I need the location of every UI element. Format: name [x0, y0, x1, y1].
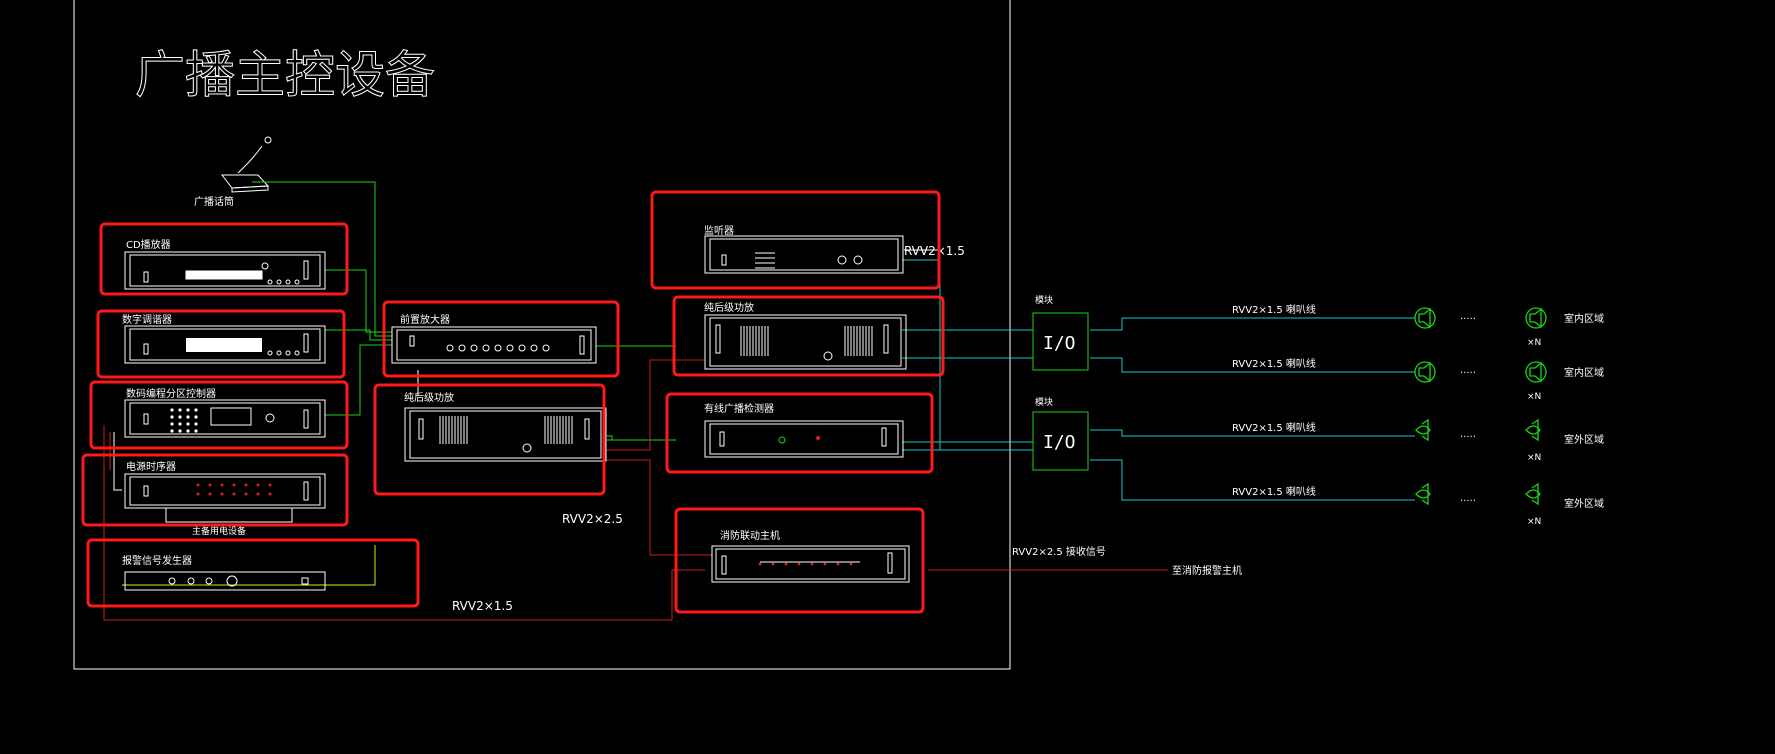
io-module-2[interactable]: [1032, 411, 1089, 471]
zone-controller-label: 数码编程分区控制器: [126, 387, 216, 400]
ellipsis: ·····: [1460, 368, 1476, 379]
alarm-generator-label: 报警信号发生器: [122, 554, 192, 567]
speaker-line-2-count: ×N: [1527, 392, 1541, 402]
speaker-line-4-area: 室外区域: [1564, 497, 1604, 510]
cd-player-device[interactable]: [124, 251, 326, 290]
ellipsis: ·····: [1460, 432, 1476, 443]
fire-controller-device[interactable]: [711, 545, 910, 583]
backup-power-label: 主备用电设备: [192, 525, 246, 537]
highlight-alarm: [86, 538, 420, 608]
fault-detector-device[interactable]: [704, 420, 904, 458]
speaker-line-4-count: ×N: [1527, 517, 1541, 527]
highlight-amp1: [373, 383, 606, 496]
io-module-1-text: I/O: [1043, 333, 1076, 354]
to-fire-host-label: 至消防报警主机: [1172, 564, 1242, 577]
monitor-cable-label: RVV2×1.5: [904, 244, 965, 258]
speaker-line-1-area: 室内区域: [1564, 312, 1604, 325]
diagram-title: 广播主控设备: [135, 46, 435, 104]
monitor-device[interactable]: [704, 235, 904, 274]
highlight-tuner: [96, 309, 346, 379]
speaker-line-2-cable: RVV2×1.5 喇叭线: [1232, 357, 1316, 370]
speaker-icon: [1414, 361, 1436, 383]
cd-player-label: CD播放器: [126, 238, 171, 251]
ellipsis: ·····: [1460, 314, 1476, 325]
io-module-2-text: I/O: [1043, 432, 1076, 453]
digital-tuner-label: 数字调谐器: [122, 313, 172, 326]
preamplifier-device[interactable]: [391, 326, 597, 364]
highlight-fire: [674, 507, 925, 614]
power-amplifier-1-label: 纯后级功放: [404, 391, 454, 404]
control-area-frame: [73, 0, 1011, 670]
digital-tuner-device[interactable]: [124, 325, 326, 364]
speaker-icon: [1525, 361, 1547, 383]
io-module-1-label: 模块: [1035, 294, 1053, 306]
power-sequencer-device[interactable]: [124, 473, 326, 509]
power-amplifier-2-device[interactable]: [704, 314, 907, 370]
bottom-cable-label: RVV2×1.5: [452, 599, 513, 613]
fire-controller-label: 消防联动主机: [720, 529, 780, 542]
highlight-sequencer: [81, 453, 349, 527]
alarm-generator-device[interactable]: [124, 571, 326, 591]
speaker-line-1-count: ×N: [1527, 338, 1541, 348]
io-module-1[interactable]: [1032, 312, 1089, 371]
highlight-fault: [665, 392, 934, 474]
horn-speaker-icon: [1525, 418, 1541, 442]
speaker-icon: [1414, 307, 1436, 329]
highlight-monitor: [650, 190, 941, 290]
ellipsis: ·····: [1460, 496, 1476, 507]
zone-controller-device[interactable]: [124, 399, 326, 438]
power-sequencer-label: 电源时序器: [126, 460, 176, 473]
horn-speaker-icon: [1525, 482, 1541, 506]
highlight-zone: [89, 380, 349, 450]
wires: [103, 181, 1415, 621]
speaker-line-4-cable: RVV2×1.5 喇叭线: [1232, 485, 1316, 498]
monitor-label: 监听器: [704, 224, 734, 237]
fire-cable-label: RVV2×2.5 接收信号: [1012, 545, 1106, 558]
microphone-icon: [220, 136, 272, 193]
horn-speaker-icon: [1415, 482, 1431, 506]
highlight-preamp: [382, 300, 620, 378]
horn-speaker-icon: [1415, 418, 1431, 442]
speaker-line-2-area: 室内区域: [1564, 366, 1604, 379]
speaker-icon: [1525, 307, 1547, 329]
amp-cable-label: RVV2×2.5: [562, 512, 623, 526]
highlight-amp2: [672, 295, 945, 377]
highlight-boxes: [81, 190, 945, 614]
power-amplifier-2-label: 纯后级功放: [704, 301, 754, 314]
highlight-cd: [99, 222, 349, 296]
speaker-line-3-cable: RVV2×1.5 喇叭线: [1232, 421, 1316, 434]
fault-detector-label: 有线广播检测器: [704, 402, 774, 415]
microphone-label: 广播话筒: [194, 195, 234, 208]
io-module-2-label: 模块: [1035, 396, 1053, 408]
speaker-line-3-count: ×N: [1527, 453, 1541, 463]
speaker-line-1-cable: RVV2×1.5 喇叭线: [1232, 303, 1316, 316]
speaker-line-3-area: 室外区域: [1564, 433, 1604, 446]
power-amplifier-1-device[interactable]: [404, 407, 607, 462]
preamplifier-label: 前置放大器: [400, 313, 450, 326]
